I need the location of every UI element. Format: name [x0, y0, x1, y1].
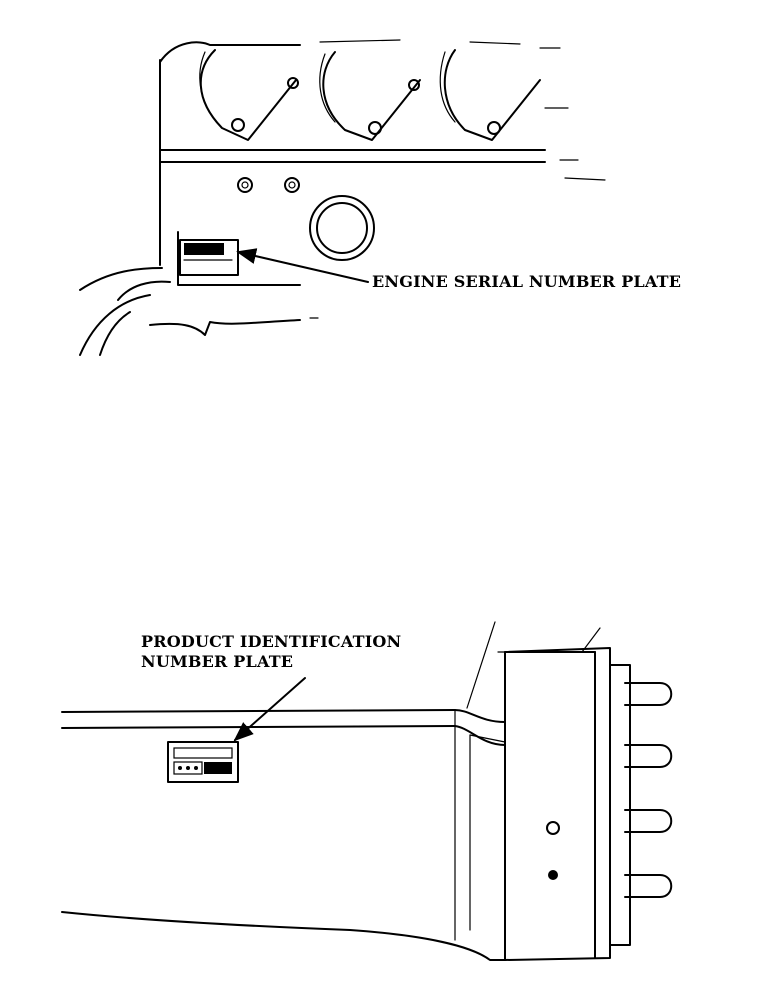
engine-serial-plate-label: ENGINE SERIAL NUMBER PLATE — [372, 272, 682, 291]
product-id-plate-label-line2: NUMBER PLATE — [141, 652, 294, 671]
engine-plate-leader-line — [236, 248, 369, 283]
product-id-plate-label-line1: PRODUCT IDENTIFICATION — [141, 632, 402, 651]
product-plate-leader-line — [233, 677, 306, 742]
engine-block-drawing — [79, 39, 606, 356]
product-body-drawing — [61, 621, 673, 961]
